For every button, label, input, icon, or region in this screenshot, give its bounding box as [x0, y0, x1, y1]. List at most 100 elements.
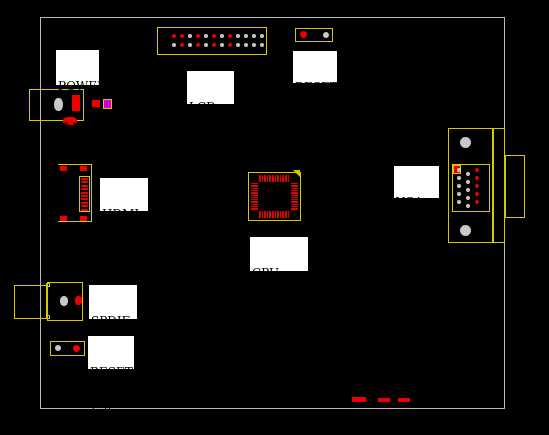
lcd-pin-pad: [220, 43, 224, 47]
power-jack: [29, 89, 84, 121]
edge-red-mark-1: [352, 397, 366, 402]
cpu-pin-pad: [291, 199, 298, 201]
hdmi-pin-pad: [81, 198, 88, 201]
lcd-pin-pad: [252, 43, 256, 47]
lcd-header-connector: [157, 27, 267, 55]
cpu-pin-pad: [274, 211, 277, 218]
hdmi-output-label: HDMI 输出: [100, 178, 148, 263]
cpu-pin-pad: [285, 211, 287, 218]
lcd-pin-pad: [228, 34, 232, 38]
edge-red-mark-2: [378, 398, 390, 402]
lcd-pin-pad: [260, 43, 264, 47]
cpu-pin-pad: [282, 211, 284, 218]
spdif-connector-pin: [60, 296, 68, 306]
vga-mount-hole-bottom: [460, 225, 471, 236]
cpu-pin-pad: [291, 194, 298, 196]
cpu-pin-pad: [274, 175, 277, 182]
cpu-pin-pad: [291, 187, 298, 189]
spdif-corner-mark-1: [46, 283, 50, 287]
cpu-pin-pad: [291, 196, 298, 199]
cpu-pin-pad: [251, 203, 258, 206]
vga-pin-pad: [475, 200, 479, 204]
power-label-line2: 输入: [58, 121, 83, 135]
spdif-pad-red: [75, 296, 82, 305]
lcd-pin-pad: [204, 43, 208, 47]
hdmi-mount-pad-1: [60, 166, 67, 171]
vga-pin-pad: [466, 204, 470, 208]
cpu-pin-pad: [251, 185, 258, 187]
cpu-chip-outline: [248, 172, 301, 221]
cpu-pin1-marker: [293, 170, 300, 177]
cpu-processor-label: CPU 处理器: [250, 237, 308, 322]
reset-top-label: RESET 复位: [293, 51, 338, 136]
power-label-line1: POWER: [58, 79, 107, 93]
hdmi-mount-pad-4: [80, 216, 87, 221]
vga-pin-pad: [466, 172, 470, 176]
cpu-pin-pad: [251, 187, 258, 189]
cpu-pin-pad: [269, 211, 271, 218]
vga-pin-pad: [475, 168, 479, 172]
lcd-pin-pad: [188, 34, 192, 38]
cpu-pin-pad: [279, 211, 282, 218]
lcd-pin-pad: [236, 43, 240, 47]
cpu-pin-pad: [251, 189, 258, 192]
cpu-pin-pad: [264, 211, 266, 218]
edge-red-mark-3: [398, 398, 410, 402]
hdmi-pin-pad: [81, 188, 88, 191]
hdmi-connector-body: [58, 164, 92, 222]
spdif-connector-body: [47, 282, 83, 321]
reset-button-bottom: [50, 341, 85, 356]
cpu-pin-pad: [251, 192, 258, 194]
lcd-output-label: LCD 输出: [187, 71, 234, 156]
cpu-pin-pad: [251, 199, 258, 201]
spdif-label: SPDIF 混外: [89, 285, 137, 370]
cpu-pin-pad: [291, 203, 298, 206]
hdmi-pin-pad: [81, 195, 88, 197]
reset-top-label-line2: 复位: [295, 122, 320, 136]
cpu-pin-pad: [277, 175, 279, 182]
lcd-pin-pad: [196, 43, 200, 47]
reset-top-pad-red: [300, 31, 307, 38]
vga-output-label: VGA 输出: [394, 166, 439, 251]
cpu-pin-pad: [287, 175, 290, 182]
cpu-pin-pad: [279, 175, 282, 182]
lcd-pin-pad: [252, 34, 256, 38]
power-jack-tab: [63, 117, 77, 125]
vga-mount-hole-top: [460, 137, 471, 148]
hdmi-pin-pad: [81, 184, 88, 187]
lcd-pin-pad: [236, 34, 240, 38]
cpu-pin-pad: [282, 175, 284, 182]
cpu-pin-pad: [291, 183, 298, 185]
cpu-pin-pad: [277, 211, 279, 218]
reset-bottom-label: RESET 复位: [88, 336, 134, 421]
reset-top-pad-gray: [323, 32, 329, 38]
cpu-pin-pad: [272, 175, 274, 182]
vga-pin-pad: [466, 180, 470, 184]
cpu-pin-pad: [291, 192, 298, 194]
hdmi-mount-pad-2: [80, 166, 87, 171]
cpu-pin-pad: [251, 183, 258, 185]
vga-pin-pad: [466, 196, 470, 200]
lcd-pin-pad: [180, 34, 184, 38]
cpu-pin-pad: [291, 206, 298, 208]
cpu-pin-pad: [259, 211, 261, 218]
spdif-connector-outer: [14, 285, 47, 319]
vga-label-line2: 输出: [396, 237, 421, 251]
cpu-pin-pad: [291, 185, 298, 187]
cpu-pin-pad: [287, 211, 290, 218]
reset-button-top: [295, 28, 333, 42]
power-jack-pad-red: [72, 95, 80, 111]
lcd-pin-pad: [260, 34, 264, 38]
power-input-label: POWER 输入: [56, 50, 106, 135]
lcd-pin-pad: [180, 43, 184, 47]
vga-connector-body: [448, 128, 493, 243]
vga-connector-plug: [505, 155, 525, 218]
cpu-pin-pad: [251, 201, 258, 203]
vga-pin-pad: [457, 176, 461, 180]
cpu-pin-pad: [291, 208, 298, 210]
cpu-pin-pad: [261, 175, 264, 182]
lcd-pin-pad: [172, 43, 176, 47]
cpu-pin-pad: [291, 201, 298, 203]
lcd-pin-pad: [212, 43, 216, 47]
hdmi-pin-pad: [81, 191, 88, 194]
